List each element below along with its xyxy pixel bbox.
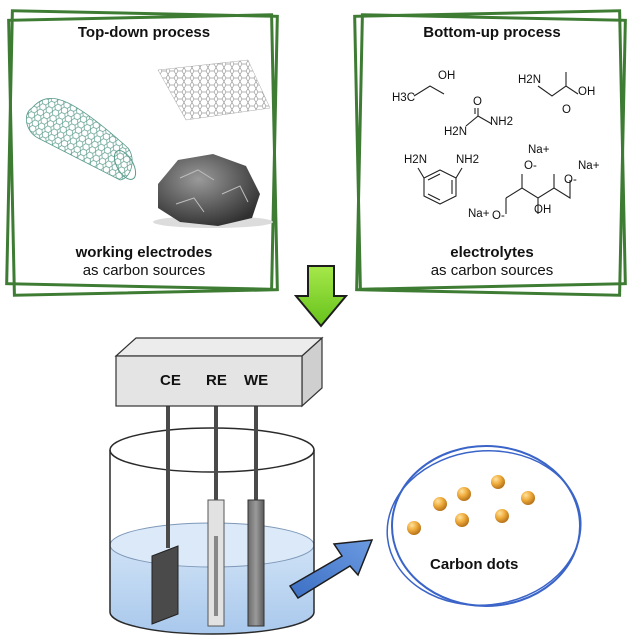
topdown-caption-bold: working electrodes bbox=[75, 244, 213, 261]
glycine-h2n: H2N bbox=[518, 74, 542, 86]
opd-h2n: H2N bbox=[404, 154, 428, 166]
ce-label: CE bbox=[160, 372, 181, 389]
citrate-o1: O- bbox=[524, 160, 537, 172]
bottomup-panel: Bottom-up process H3C OH H2N O OH O NH2 … bbox=[353, 8, 628, 297]
bottomup-title: Bottom-up process bbox=[423, 24, 561, 41]
re-label: RE bbox=[206, 372, 227, 389]
ethanol-oh: OH bbox=[438, 70, 456, 82]
urea-o: O bbox=[473, 96, 482, 108]
we-label: WE bbox=[244, 372, 269, 389]
glycine-o: O bbox=[562, 104, 571, 116]
urea-h2n: H2N bbox=[444, 126, 468, 138]
graphite-rock-icon bbox=[153, 154, 273, 228]
topdown-panel: Top-down process wor bbox=[5, 8, 280, 297]
citrate-na1: Na+ bbox=[528, 144, 550, 156]
potentiostat-box bbox=[115, 355, 303, 407]
urea-nh2: NH2 bbox=[490, 116, 514, 128]
carbon-dot bbox=[491, 475, 505, 489]
molecule-bonds-icon bbox=[413, 72, 579, 214]
carbon-dot bbox=[495, 509, 509, 523]
topdown-caption: as carbon sources bbox=[82, 262, 206, 279]
bottomup-caption-bold: electrolytes bbox=[450, 244, 534, 261]
counter-electrode-plate bbox=[151, 545, 179, 625]
bottomup-caption: as carbon sources bbox=[430, 262, 554, 279]
carbon-nanotube-icon bbox=[25, 97, 137, 181]
citrate-na2: Na+ bbox=[578, 160, 600, 172]
citrate-o3: O- bbox=[492, 210, 505, 222]
citrate-o2: O- bbox=[564, 174, 577, 186]
glycine-oh: OH bbox=[578, 86, 596, 98]
carbon-dot bbox=[455, 513, 469, 527]
working-electrode bbox=[247, 499, 265, 627]
topdown-title: Top-down process bbox=[77, 24, 211, 41]
carbon-dots-label: Carbon dots bbox=[430, 556, 519, 573]
carbon-dot bbox=[407, 521, 421, 535]
opd-nh2: NH2 bbox=[456, 154, 480, 166]
citrate-oh: OH bbox=[534, 204, 552, 216]
graphene-sheet-icon bbox=[157, 59, 271, 121]
carbon-dot bbox=[457, 487, 471, 501]
carbon-dot bbox=[521, 491, 535, 505]
citrate-na3: Na+ bbox=[468, 208, 490, 220]
ethanol-h3c: H3C bbox=[392, 92, 416, 104]
carbon-dot bbox=[433, 497, 447, 511]
